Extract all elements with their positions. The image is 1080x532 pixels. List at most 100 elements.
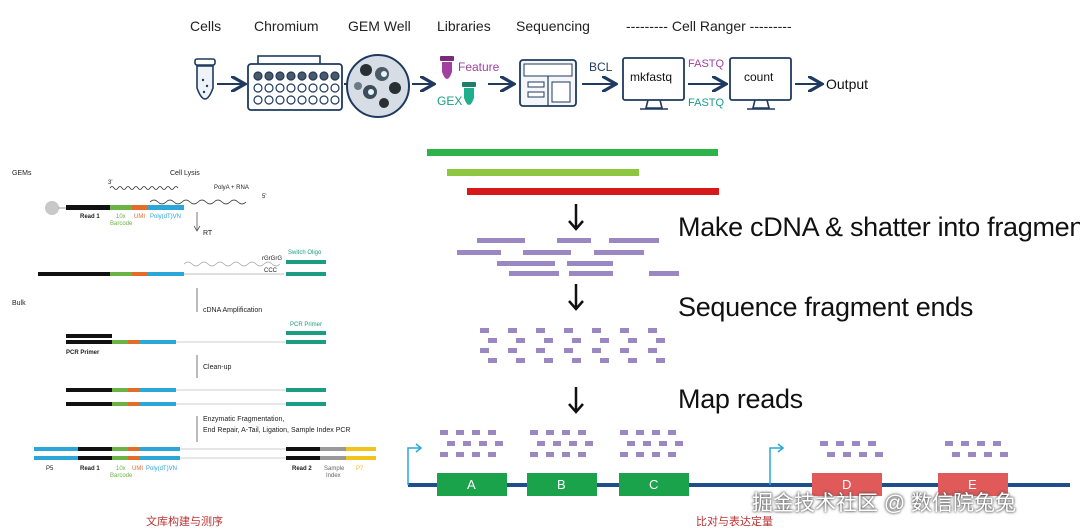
- mapped-read: [968, 452, 976, 457]
- p7-label: P7: [356, 466, 364, 472]
- sequenced-ends: [480, 328, 665, 363]
- read-end: [600, 338, 609, 343]
- stage-label-libraries: Libraries: [437, 18, 491, 34]
- chip-well: [253, 71, 263, 81]
- mapped-read: [546, 452, 554, 457]
- read-end: [600, 358, 609, 363]
- exon-label-a: A: [467, 477, 476, 492]
- mapped-read: [440, 430, 448, 435]
- mapped-read: [472, 430, 480, 435]
- mapped-read: [843, 452, 851, 457]
- read-end: [536, 328, 545, 333]
- mapped-read: [553, 441, 561, 446]
- polydt-final-label: Poly(dT)VN: [146, 466, 178, 472]
- chip-well: [264, 95, 274, 105]
- gem-well-icon: [346, 54, 410, 118]
- chromium-chip-icon: [247, 55, 343, 111]
- mapped-read: [977, 441, 985, 446]
- mapped-read: [945, 441, 953, 446]
- mapped-read: [852, 441, 860, 446]
- down-arrows: [568, 204, 584, 414]
- chip-well: [286, 83, 296, 93]
- sample-index-label-1: Sample: [324, 466, 345, 472]
- pcr-primer-left-label: PCR Primer: [66, 350, 100, 356]
- read-end: [480, 328, 489, 333]
- mapped-read: [868, 441, 876, 446]
- chip-well: [253, 95, 263, 105]
- pipeline-graphics: [194, 54, 1080, 118]
- read-end: [564, 328, 573, 333]
- exon-label-e: E: [968, 477, 977, 492]
- chip-well: [308, 83, 318, 93]
- mapped-read: [627, 441, 635, 446]
- mapped-read: [1000, 452, 1008, 457]
- rt-label: RT: [203, 230, 213, 237]
- chip-well: [275, 71, 285, 81]
- mapped-read: [456, 430, 464, 435]
- read-end: [628, 338, 637, 343]
- rgrgrg-label: rGrGrG: [262, 256, 282, 262]
- p5-label: P5: [46, 466, 54, 472]
- chip-well: [297, 83, 307, 93]
- mapped-read: [659, 441, 667, 446]
- switch-oligo-label: Switch Oligo: [288, 250, 322, 256]
- chip-well: [330, 83, 340, 93]
- stage-label-cells: Cells: [190, 18, 222, 34]
- read-end: [592, 348, 601, 353]
- read-end: [628, 358, 637, 363]
- mkfastq-label: mkfastq: [630, 70, 673, 84]
- mapped-read: [585, 441, 593, 446]
- exon-c: [619, 473, 689, 496]
- barcode-10x-label: 10x: [116, 214, 126, 220]
- transcript-bar-green: [427, 149, 718, 156]
- mapped-read: [675, 441, 683, 446]
- gems-label: GEMs: [12, 170, 32, 177]
- read-end: [592, 328, 601, 333]
- chip-well: [319, 95, 329, 105]
- chip-well: [275, 95, 285, 105]
- mapped-read: [820, 441, 828, 446]
- output-label: Output: [826, 76, 869, 92]
- sample-index-label-2: Index: [326, 473, 341, 479]
- three-prime-label: 3': [108, 180, 113, 186]
- read-end: [488, 358, 497, 363]
- read-end: [488, 338, 497, 343]
- mapped-read: [827, 452, 835, 457]
- stage-label-cell-ranger: --------- Cell Ranger ---------: [626, 18, 792, 34]
- gel-bead-icon: [45, 201, 59, 215]
- read1-final-label: Read 1: [80, 466, 100, 472]
- read-end: [648, 348, 657, 353]
- chip-well: [319, 71, 329, 81]
- cells-tube-icon: [194, 58, 216, 100]
- cell-lysis-label: Cell Lysis: [170, 170, 200, 177]
- exon-a: [437, 473, 507, 496]
- read-end: [648, 328, 657, 333]
- chip-well: [286, 95, 296, 105]
- mapped-read: [875, 452, 883, 457]
- mapped-read: [578, 452, 586, 457]
- pipeline: Cells Chromium GEM Well Libraries Sequen…: [0, 0, 1080, 125]
- read-end: [656, 358, 665, 363]
- mapped-read: [668, 452, 676, 457]
- read-end: [564, 348, 573, 353]
- cdna-fragments: [457, 238, 679, 276]
- mapped-read: [993, 441, 1001, 446]
- stage-label-sequencing: Sequencing: [516, 18, 590, 34]
- read-end: [620, 348, 629, 353]
- five-prime-label: 5': [262, 194, 267, 200]
- read-end: [516, 338, 525, 343]
- chip-well: [308, 95, 318, 105]
- mapped-read: [495, 441, 503, 446]
- enzymatic-line2: End Repair, A-Tail, Ligation, Sample Ind…: [203, 427, 351, 434]
- cleanup-label: Clean-up: [203, 364, 232, 371]
- chip-well: [253, 83, 263, 93]
- mapped-reads: [440, 430, 1008, 457]
- exon-e: [938, 473, 1008, 496]
- mapped-read: [652, 430, 660, 435]
- mapped-read: [578, 430, 586, 435]
- exon-d: [812, 473, 882, 496]
- mapped-read: [562, 430, 570, 435]
- mapped-read: [488, 430, 496, 435]
- mapped-read: [472, 452, 480, 457]
- mapped-read: [859, 452, 867, 457]
